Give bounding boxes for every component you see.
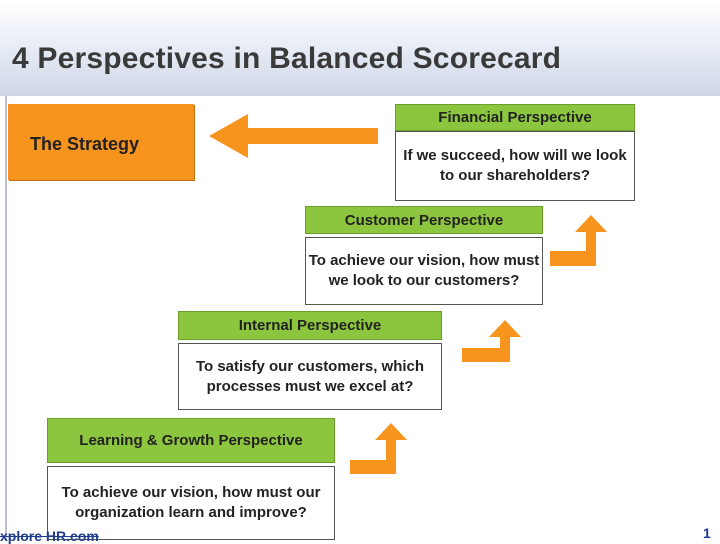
- internal-question: To satisfy our customers, which processe…: [178, 343, 442, 410]
- learning-growth-question: To achieve our vision, how must our orga…: [47, 466, 335, 540]
- financial-question: If we succeed, how will we look to our s…: [395, 131, 635, 201]
- slide-title: 4 Perspectives in Balanced Scorecard: [12, 42, 562, 75]
- footer-source: xplore HR.com: [0, 528, 99, 544]
- learning-growth-heading: Learning & Growth Perspective: [47, 418, 335, 463]
- strategy-box: The Strategy: [8, 104, 194, 180]
- title-top-line: [0, 2, 720, 4]
- strategy-label: The Strategy: [30, 134, 140, 154]
- arrow-up-customer-to-financial-icon: [550, 215, 607, 266]
- customer-question: To achieve our vision, how must we look …: [305, 237, 543, 305]
- customer-heading: Customer Perspective: [305, 206, 543, 234]
- page-number: 1: [703, 525, 711, 541]
- arrow-to-strategy-icon: [209, 114, 378, 158]
- internal-heading: Internal Perspective: [178, 311, 442, 340]
- arrow-up-learning-to-internal-icon: [350, 423, 407, 474]
- arrow-up-internal-to-customer-icon: [462, 320, 521, 362]
- financial-heading: Financial Perspective: [395, 104, 635, 131]
- title-bar: 4 Perspectives in Balanced Scorecard: [0, 0, 720, 96]
- left-rule: [5, 96, 7, 540]
